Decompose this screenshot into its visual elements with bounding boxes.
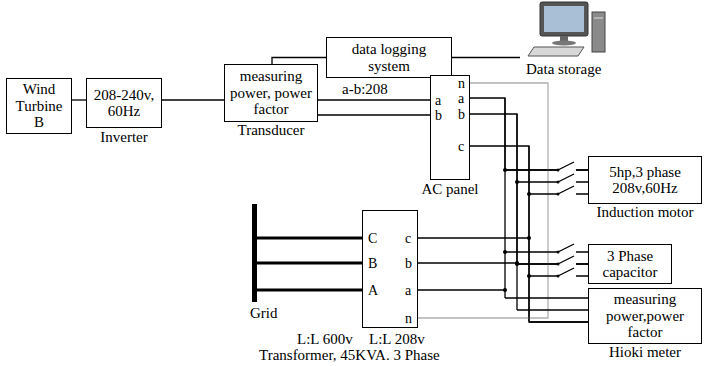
switch-blade <box>558 256 574 264</box>
switch-pivot <box>557 169 560 172</box>
box-text: measuring power, power factor <box>225 68 317 118</box>
transducer-box: measuring power, power factorTransducer <box>224 64 318 122</box>
box-text: Wind Turbine B <box>7 81 71 131</box>
box-text: 208-240v, 60Hz <box>87 87 161 120</box>
grid-bus-bar <box>252 204 257 302</box>
grid-label: Grid <box>248 305 280 322</box>
wire-connector <box>162 99 224 100</box>
box-heading: Hioki meter <box>609 344 681 361</box>
box-heading: L:L 208v <box>369 331 425 348</box>
hioki-meter-box: measuring power,power factorHioki meter <box>588 288 702 344</box>
switch-pivot <box>557 251 560 254</box>
terminal-name: a <box>405 283 411 298</box>
box-heading: Transducer <box>238 122 305 139</box>
switch-pivot <box>557 193 560 196</box>
wind-turbine-box: Wind Turbine B <box>6 78 72 134</box>
switch-symbols <box>557 160 577 278</box>
terminal-name: b <box>435 108 442 123</box>
switch-gap <box>558 172 576 184</box>
switch-pivot <box>557 263 560 266</box>
switch-pivot <box>557 181 560 184</box>
data-storage: Data storage <box>520 0 628 80</box>
box-heading: Data storage <box>526 61 601 78</box>
terminal-name: b <box>405 256 412 271</box>
switch-blade <box>558 244 574 252</box>
terminal-name: b <box>458 107 465 122</box>
switch-blade <box>558 186 574 194</box>
grid-phase-lines <box>257 238 362 290</box>
box-text: measuring power,power factor <box>589 291 701 341</box>
terminal-name: a <box>435 93 441 108</box>
wire-connector <box>318 99 430 100</box>
terminal-name: c <box>458 139 464 154</box>
switch-gap <box>558 242 576 254</box>
transformer-box: CBAcbanL:L 600vL:L 208vTransformer, 45KV… <box>362 210 418 328</box>
wire-connector <box>72 99 86 100</box>
terminal-name: A <box>368 283 378 298</box>
box-text: 5hp,3 phase 208v,60Hz <box>589 164 701 197</box>
switch-blade <box>558 162 574 170</box>
ac-panel: abnabcAC panel <box>430 75 470 180</box>
junction-dots <box>503 168 531 292</box>
box-heading: Transformer, 45KVA. 3 Phase <box>259 347 440 364</box>
data-logger-box: data logging system <box>326 37 452 78</box>
computer-icon <box>528 2 605 56</box>
box-heading: Inverter <box>100 129 147 146</box>
terminal-name: C <box>368 231 377 246</box>
box-heading: L:L 600v <box>297 331 353 348</box>
box-heading: AC panel <box>421 181 478 198</box>
switch-gap <box>558 184 576 196</box>
terminal-name: a <box>458 91 464 106</box>
edge-label: a-b:208 <box>340 81 390 98</box>
switch-gap <box>558 266 576 278</box>
inverter-box: 208-240v, 60HzInverter <box>86 78 162 128</box>
switch-blade <box>558 174 574 182</box>
box-text: 3 Phase capacitor <box>589 248 671 281</box>
switch-gap <box>558 254 576 266</box>
terminal-name: n <box>405 311 412 326</box>
box-heading: Induction motor <box>596 204 693 221</box>
box-text: data logging system <box>327 41 451 74</box>
wire-connector <box>452 57 520 58</box>
terminal-name: B <box>368 256 377 271</box>
switch-blade <box>558 268 574 276</box>
terminal-name: n <box>458 76 465 91</box>
wire-connector <box>470 146 588 322</box>
switch-gap <box>558 160 576 172</box>
capacitor-box: 3 Phase capacitor <box>588 244 672 284</box>
induction-motor-box: 5hp,3 phase 208v,60HzInduction motor <box>588 156 702 204</box>
switch-pivot <box>557 275 560 278</box>
terminal-name: c <box>405 231 411 246</box>
